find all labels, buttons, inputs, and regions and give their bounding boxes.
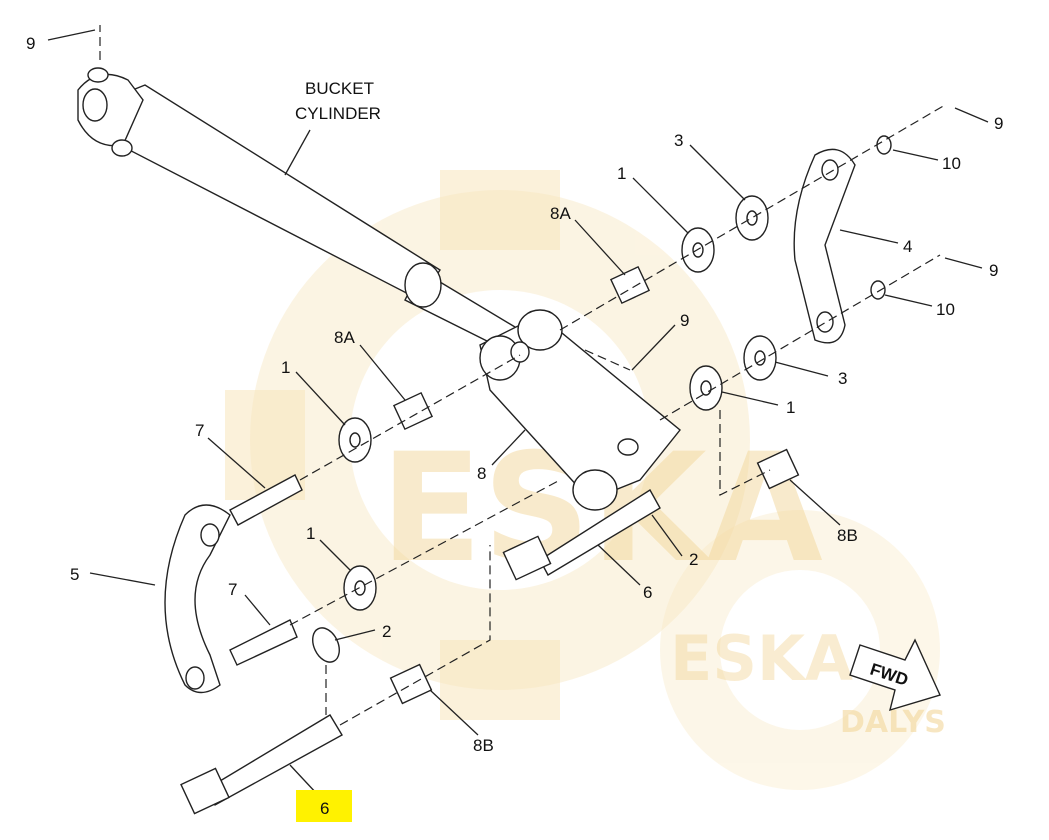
label-4: 4 xyxy=(903,237,912,256)
leader-lines xyxy=(47,29,989,796)
label-8: 8 xyxy=(477,464,486,483)
label-10: 10 xyxy=(942,154,961,173)
centerlines xyxy=(99,25,946,726)
bracket-5 xyxy=(164,504,231,694)
bucket-cylinder xyxy=(77,67,522,351)
lever-4 xyxy=(793,148,856,344)
label-9: 9 xyxy=(26,34,35,53)
callout-labels: 9 BUCKET CYLINDER 9 10 3 1 8A 4 9 10 9 8… xyxy=(26,34,1003,818)
label-5: 5 xyxy=(70,565,79,584)
label-6: 6 xyxy=(643,583,652,602)
label-cylinder: CYLINDER xyxy=(295,104,381,123)
label-2: 2 xyxy=(689,550,698,569)
label-3: 3 xyxy=(838,369,847,388)
label-10: 10 xyxy=(936,300,955,319)
label-bucket: BUCKET xyxy=(305,79,374,98)
label-8b: 8B xyxy=(473,736,494,755)
label-highlight xyxy=(296,790,352,822)
washers xyxy=(338,135,892,611)
label-1: 1 xyxy=(617,164,626,183)
link-8 xyxy=(479,309,681,511)
label-2: 2 xyxy=(382,622,391,641)
label-6-highlighted: 6 xyxy=(320,799,329,818)
label-1: 1 xyxy=(786,398,795,417)
label-9: 9 xyxy=(994,114,1003,133)
label-8a: 8A xyxy=(334,328,355,347)
label-7: 7 xyxy=(195,421,204,440)
fwd-arrow: FWD xyxy=(849,638,941,712)
label-1: 1 xyxy=(306,524,315,543)
label-3: 3 xyxy=(674,131,683,150)
label-9: 9 xyxy=(680,311,689,330)
pins xyxy=(180,474,661,815)
label-8a: 8A xyxy=(550,204,571,223)
label-8b: 8B xyxy=(837,526,858,545)
bushings xyxy=(389,265,800,705)
label-7: 7 xyxy=(228,580,237,599)
label-1: 1 xyxy=(281,358,290,377)
watermark-sub: DALYS xyxy=(840,705,946,740)
watermark-gear xyxy=(225,170,940,790)
label-9: 9 xyxy=(989,261,998,280)
watermark-brand-small: ESKA xyxy=(670,622,853,695)
